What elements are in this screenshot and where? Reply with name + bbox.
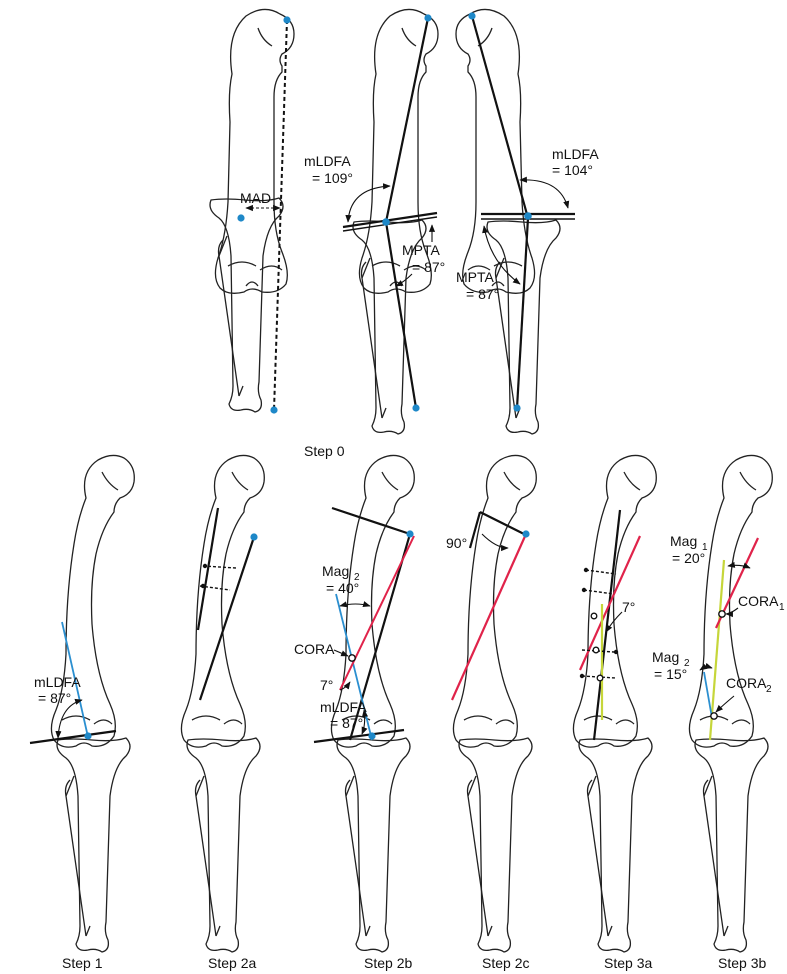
mpta-label-1: MPTA bbox=[402, 242, 441, 258]
caption-step2a: Step 2a bbox=[208, 955, 256, 971]
caption-step3b: Step 3b bbox=[718, 955, 766, 971]
mldfa-value-109: = 109° bbox=[312, 170, 353, 186]
caption-step0: Step 0 bbox=[304, 443, 345, 459]
step2b-mag-value: = 40° bbox=[326, 580, 359, 596]
mpta-value-87-b: = 87° bbox=[466, 286, 499, 302]
svg-text:2: 2 bbox=[354, 572, 360, 583]
step2c-panel: 90° bbox=[446, 454, 537, 953]
step3a-panel: 7° bbox=[572, 454, 657, 953]
caption-step2c: Step 2c bbox=[482, 955, 529, 971]
mpta-label-2: MPTA bbox=[456, 269, 495, 285]
step1-mldfa-label: mLDFA bbox=[34, 674, 81, 690]
step1-panel: mLDFA = 87° bbox=[29, 454, 135, 953]
step3b-cora2-label: CORA bbox=[726, 675, 767, 691]
step3b-cora1-label: CORA bbox=[738, 593, 779, 609]
step3b-mag1-label: Mag bbox=[670, 533, 697, 549]
step2b-mldfa-label: mLDFA bbox=[320, 699, 367, 715]
svg-text:2: 2 bbox=[684, 658, 690, 669]
knee-center-point bbox=[237, 214, 245, 222]
step3b-mag2-label: Mag bbox=[652, 649, 679, 665]
step3b-mag1-value: = 20° bbox=[672, 550, 705, 566]
step3a-angle-7: 7° bbox=[622, 599, 635, 615]
caption-step3a: Step 3a bbox=[604, 955, 652, 971]
step2b-angle-7: 7° bbox=[320, 677, 333, 693]
step3b-panel: Mag 1 = 20° CORA 1 Mag 2 = 15° CORA 2 bbox=[652, 454, 785, 953]
mechanical-axis-line bbox=[273, 19, 288, 411]
step1-mldfa-value: = 87° bbox=[38, 690, 71, 706]
step0-panel-2: mLDFA = 109° MPTA = 87° bbox=[304, 8, 445, 435]
caption-step2b: Step 2b bbox=[364, 955, 412, 971]
step2a-panel bbox=[180, 454, 265, 953]
step2b-cora-label: CORA bbox=[294, 641, 335, 657]
step2b-panel: Mag 2 = 40° CORA 7° mLDFA = 87° bbox=[294, 454, 415, 953]
mldfa-value-104: = 104° bbox=[552, 162, 593, 178]
mldfa-label-1: mLDFA bbox=[304, 153, 351, 169]
mad-label: MAD bbox=[240, 190, 271, 206]
femoral-head-center-point bbox=[283, 16, 291, 24]
svg-text:1: 1 bbox=[779, 602, 785, 613]
svg-text:1: 1 bbox=[702, 542, 708, 553]
mldfa-label-2: mLDFA bbox=[552, 146, 599, 162]
step2b-mag-label: Mag bbox=[322, 563, 349, 579]
ankle-center-point bbox=[270, 406, 278, 414]
step3b-mag2-value: = 15° bbox=[654, 666, 687, 682]
step2c-angle-90: 90° bbox=[446, 535, 467, 551]
svg-text:2: 2 bbox=[766, 684, 772, 695]
step0-panel-1: MAD bbox=[209, 8, 295, 414]
step2b-mldfa-value: = 87° bbox=[330, 715, 363, 731]
step0-panel-3: mLDFA = 104° MPTA = 87° bbox=[456, 9, 599, 435]
caption-step1: Step 1 bbox=[62, 955, 103, 971]
mpta-value-87-a: = 87° bbox=[412, 259, 445, 275]
